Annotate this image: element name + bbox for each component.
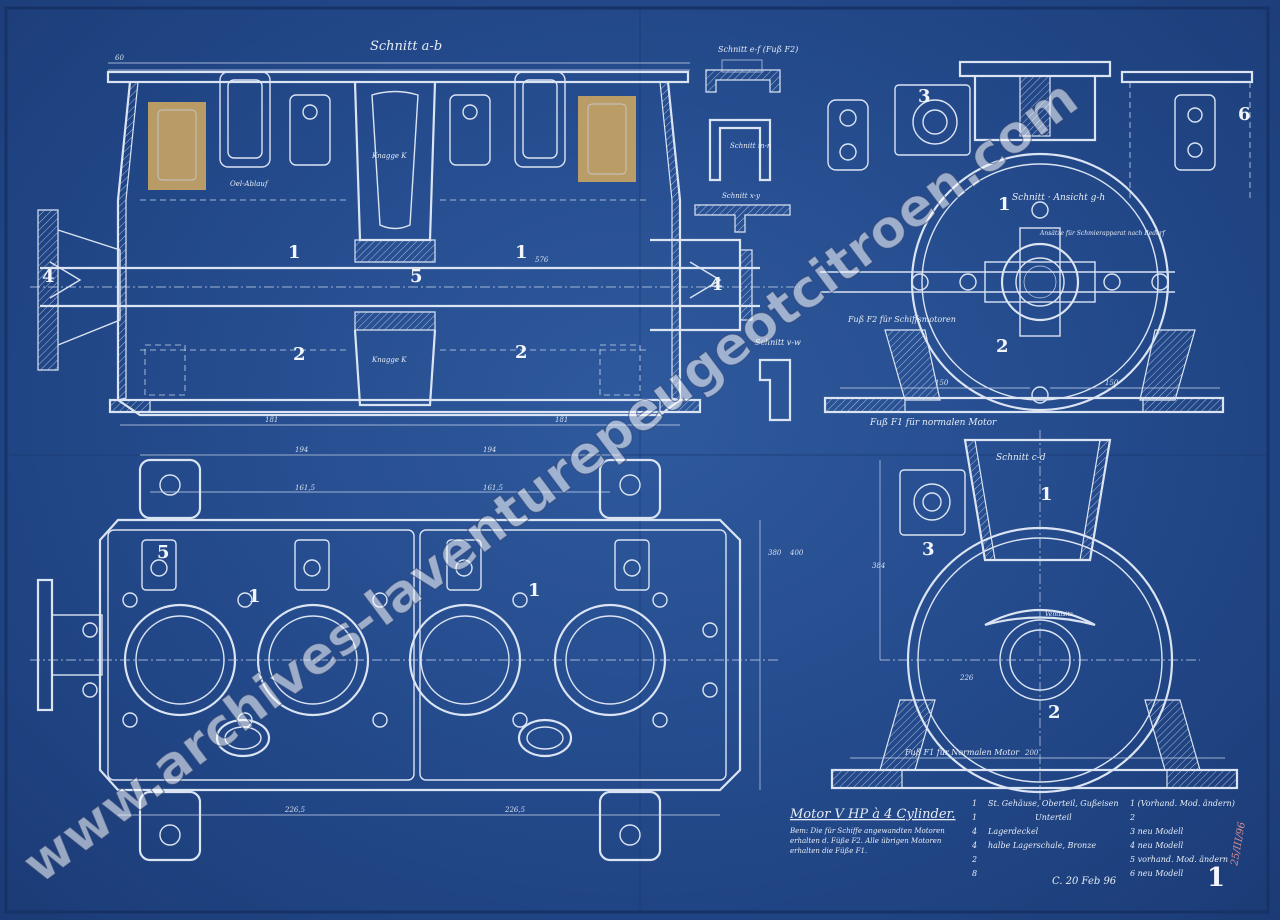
dim-576: 576 (535, 256, 549, 264)
parts-list: 1 St. Gehäuse, Oberteil, Gußeisen 1 (Vor… (971, 799, 1235, 878)
date-stamp: 25/III/96 (1229, 821, 1248, 868)
dim-150-right: 150 (1105, 379, 1119, 387)
parts-row-4-desc: halbe Lagerschale, Bronze (988, 841, 1096, 850)
title-text: Motor V HP à 4 Cylinder. (789, 807, 955, 822)
part-1-plan-a: 1 (248, 586, 261, 607)
section-gh-label: Schnitt · Ansicht g-h (1012, 193, 1105, 203)
dim-226: 226 (959, 674, 974, 682)
part-1-plan-b: 1 (528, 580, 541, 601)
parts-row-2-note: 2 (1129, 813, 1135, 822)
part-1-cd: 1 (1040, 484, 1053, 505)
dim-181-left: 181 (265, 416, 278, 424)
parts-row-1-desc: St. Gehäuse, Oberteil, Gußeisen (988, 799, 1118, 808)
parts-row-3-note: 3 neu Modell (1130, 827, 1184, 836)
dim-194-right: 194 (483, 446, 496, 454)
parts-row-1-note: 1 (Vorhand. Mod. ändern) (1130, 799, 1235, 808)
foot-f1-label: Fuß F1 für normalen Motor (869, 418, 997, 428)
plan-view: 194 161,5 161,5 194 (30, 446, 804, 862)
section-cd-view: Schnitt c-d Ventilsitz 200 226 Fuß F1 fü… (830, 430, 1239, 800)
part-5-plan: 5 (157, 542, 170, 563)
sheet-number: 1 (1207, 863, 1225, 893)
dim-181-right: 181 (555, 416, 568, 424)
part-3-top: 3 (918, 86, 931, 107)
dim-380: 380 (768, 549, 782, 557)
part-1-a: 1 (288, 242, 301, 263)
parts-row-4-note: 4 neu Modell (1129, 841, 1184, 850)
parts-row-5-note: 5 vorhand. Mod. ändern (1130, 855, 1228, 864)
section-ab-label: Schnitt a-b (370, 39, 442, 54)
dim-2265-right: 226,5 (504, 806, 526, 814)
parts-row-1-no: 1 (972, 799, 977, 808)
section-gh-view: Schnitt · Ansicht g-h 150 150 Fuß F1 für… (820, 60, 1254, 428)
knagge-bottom-label: Knagge K (371, 356, 407, 364)
watermark: www.archives-laventurepeugeotcitroen.com (12, 68, 1090, 895)
title-note: Bem: Die für Schiffe angewandten Motoren… (790, 827, 945, 855)
part-1-b: 1 (515, 242, 528, 263)
part-4-left: 4 (42, 266, 55, 287)
parts-row-2-desc: Unterteil (1035, 813, 1072, 822)
parts-row-3-no: 4 (971, 827, 977, 836)
section-ef-label: Schnitt e-f (Fuß F2) (718, 45, 798, 54)
parts-row-2-no: 1 (972, 813, 977, 822)
parts-row-6-no: 8 (972, 869, 977, 878)
foot-f2-label: Fuß F2 für Schiffsmotoren (847, 315, 956, 324)
part-6: 6 (1238, 104, 1251, 125)
oel-ablauf-label: Oel-Ablauf (230, 180, 269, 188)
parts-row-6-note: 6 neu Modell (1130, 869, 1184, 878)
part-4-right: 4 (710, 274, 723, 295)
title-block: Motor V HP à 4 Cylinder. Bem: Die für Sc… (789, 799, 1248, 893)
part-2-cd: 2 (1048, 702, 1061, 723)
foot-f1-low-label: Fuß F1 für Normalen Motor (904, 748, 1020, 757)
signature: C. 20 Feb 96 (1052, 876, 1117, 887)
parts-row-4-no: 4 (971, 841, 977, 850)
part-2-b: 2 (515, 342, 528, 363)
schmierapparat-label: Ansätze für Schmierapparat nach Bedarf (1039, 230, 1167, 237)
dim-150-left: 150 (935, 379, 949, 387)
dim-2265-left: 226,5 (284, 806, 306, 814)
parts-row-3-desc: Lagerdeckel (987, 827, 1039, 836)
dim-60: 60 (115, 54, 124, 62)
part-2-a: 2 (293, 344, 306, 365)
ventilsitz-label: Ventilsitz (1045, 611, 1074, 618)
small-sections: Schnitt e-f (Fuß F2) Schnitt m-n Schnitt… (694, 45, 801, 422)
section-xy-label: Schnitt x-y (722, 192, 761, 200)
part-5-mid: 5 (410, 266, 423, 287)
dim-200: 200 (1024, 749, 1039, 757)
knagge-top-label: Knagge K (371, 152, 407, 160)
dim-1615-right: 161,5 (483, 484, 504, 492)
part-2-gh: 2 (996, 336, 1009, 357)
part-1-gh: 1 (998, 194, 1011, 215)
parts-row-5-no: 2 (971, 855, 977, 864)
section-mn-label: Schnitt m-n (730, 142, 772, 150)
part-numbers: 1 1 2 2 4 4 5 3 6 1 2 5 1 1 1 3 2 (42, 86, 1251, 723)
section-ab-view: Schnitt a-b Knagge K Knagge K (30, 39, 800, 426)
dim-194-left: 194 (295, 446, 308, 454)
dim-1615-left: 161,5 (295, 484, 316, 492)
part-3-cd: 3 (922, 539, 935, 560)
section-vw-label: Schnitt v-w (755, 338, 801, 347)
dim-400: 400 (789, 549, 804, 557)
dim-384: 384 (872, 562, 885, 570)
section-cd-label: Schnitt c-d (996, 453, 1046, 463)
